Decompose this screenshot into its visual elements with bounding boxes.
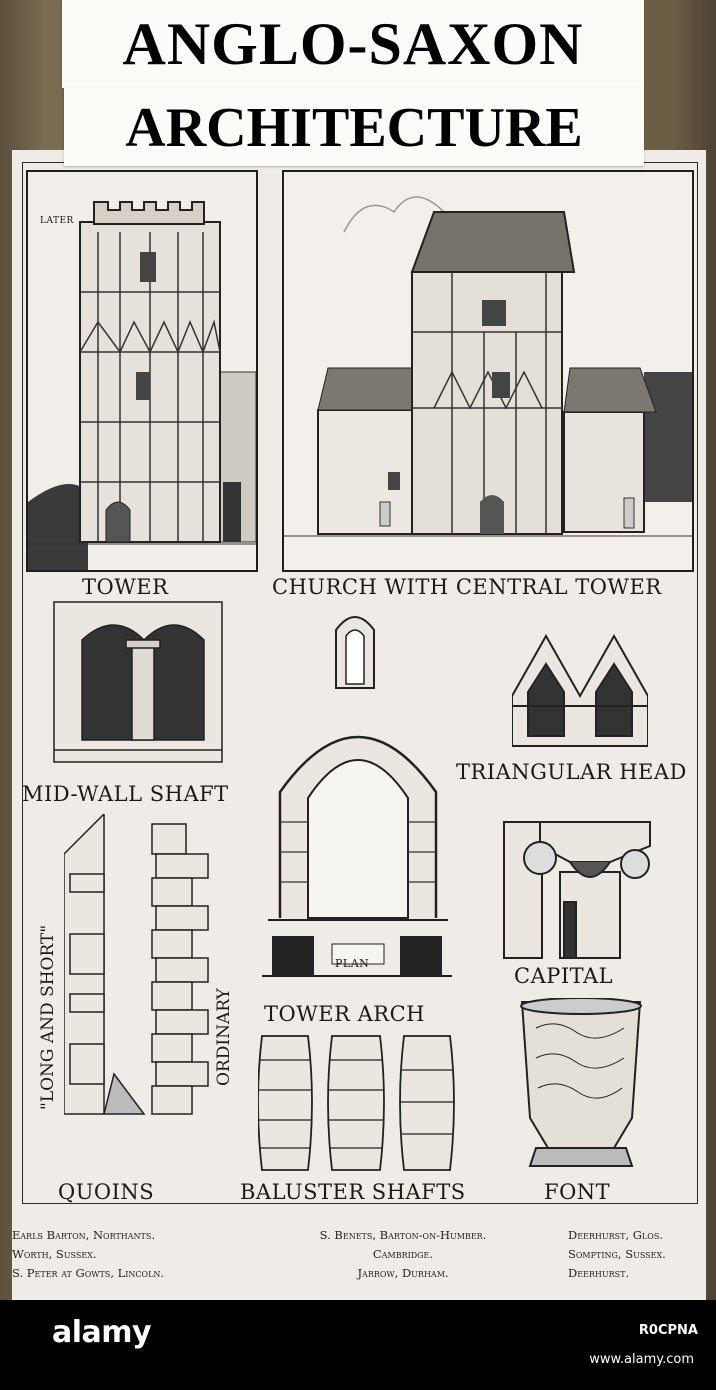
poster-sheet: LATER TOWER [12,150,706,1300]
caption-tower-source: Earls Barton, Northants. [12,1228,156,1242]
caption-capital-source: Sompting, Sussex. [568,1247,666,1261]
caption-quoins-source: S. Peter at Gowts, Lincoln. [12,1266,165,1280]
plan-drawing [262,936,452,977]
caption-arch-source: Cambridge. [372,1247,434,1261]
tower-illustration: LATER [26,170,258,572]
tower-label: TOWER [82,575,169,599]
baluster-shafts-drawing [258,1035,455,1171]
triangular-head-label: TRIANGULAR HEAD [456,760,687,784]
image-id: R0CPNA [638,1323,698,1338]
alamy-logo: alamy [52,1315,152,1350]
caption-church-source: S. Benets, Barton-on-Humber. [319,1228,487,1242]
long-and-short-label: "LONG AND SHORT" [38,924,58,1110]
baluster-shafts-label: BALUSTER SHAFTS [240,1180,466,1204]
tower-arch-label: TOWER ARCH [264,1002,425,1026]
font-drawing [520,998,642,1167]
font-label: FONT [544,1180,611,1204]
capital-label: CAPITAL [514,964,614,988]
triangular-head-drawing [512,633,648,747]
caption-triangular-source: Deerhurst, Glos. [568,1228,663,1242]
caption-baluster-source: Jarrow, Durham. [357,1266,449,1280]
title-line-2: ARCHITECTURE [64,88,644,166]
caption-midwall-source: Worth, Sussex. [12,1247,97,1261]
caption-column-1: Earls Barton, Northants. Worth, Sussex. … [12,1226,164,1283]
church-drawing [284,172,692,570]
caption-column-2: S. Benets, Barton-on-Humber. Cambridge. … [268,1226,538,1283]
small-window-drawing [335,616,375,689]
church-illustration [282,170,694,572]
plan-label: PLAN [335,957,370,970]
watermark-url: www.alamy.com [589,1352,694,1367]
tower-drawing [28,172,256,570]
quoins-drawing [64,814,209,1115]
capital-drawing [503,821,651,959]
ordinary-label: ORDINARY [214,988,234,1086]
mid-wall-shaft-label: MID-WALL SHAFT [22,782,229,806]
watermark-bar [0,1300,716,1390]
title-line-1: ANGLO-SAXON [62,0,644,88]
quoins-label: QUOINS [58,1180,155,1204]
later-annotation: LATER [40,216,74,226]
caption-font-source: Deerhurst. [568,1266,630,1280]
caption-column-3: Deerhurst, Glos. Sompting, Sussex. Deerh… [568,1226,666,1283]
tower-arch-drawing [268,735,448,921]
church-label: CHURCH WITH CENTRAL TOWER [272,575,662,599]
mid-wall-shaft-drawing [53,601,223,763]
